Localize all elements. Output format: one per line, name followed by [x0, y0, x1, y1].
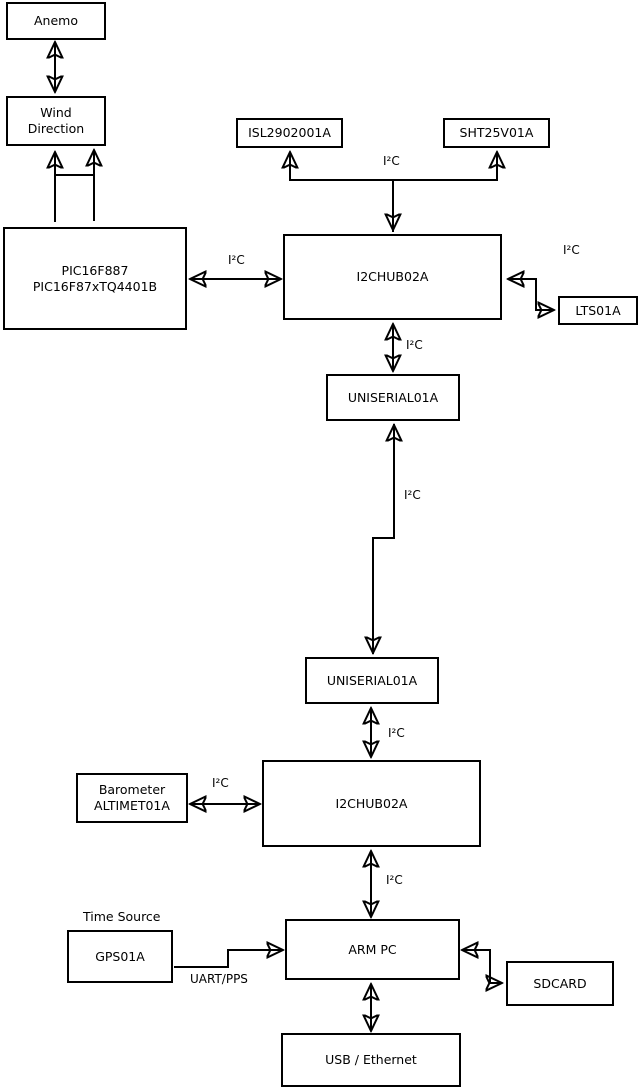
node-uniserial01a-top-label: UNISERIAL01A: [347, 389, 439, 405]
node-gps01a-label: GPS01A: [95, 948, 145, 964]
node-lts01a[interactable]: LTS01A: [558, 296, 638, 325]
edge-label-hub-uniserial-top: I²C: [406, 338, 423, 352]
node-isl2902001a-label: ISL2902001A: [248, 125, 331, 140]
node-arm-pc[interactable]: ARM PC: [285, 919, 460, 980]
node-uniserial01a-bottom[interactable]: UNISERIAL01A: [305, 657, 439, 704]
wire-pic-wind-riser: [55, 154, 95, 221]
node-pic-microcontroller[interactable]: PIC16F887 PIC16F87xTQ4401B: [3, 227, 187, 330]
node-sdcard[interactable]: SDCARD: [506, 961, 614, 1006]
node-isl2902001a[interactable]: ISL2902001A: [236, 118, 343, 148]
edge-label-hub-lts: I²C: [563, 243, 580, 257]
node-wind-direction-label: Wind Direction: [27, 105, 85, 136]
node-i2chub02a-top-label: I2CHUB02A: [356, 269, 429, 284]
wire-hub-to-lts: [512, 278, 552, 310]
edge-label-uniserial-hub-bottom: I²C: [388, 726, 405, 740]
node-sdcard-label: SDCARD: [533, 975, 587, 991]
wire-gps-to-arm: [174, 950, 281, 968]
node-usb-ethernet-label: USB / Ethernet: [325, 1052, 417, 1067]
node-pic-microcontroller-label: PIC16F887 PIC16F87xTQ4401B: [32, 262, 158, 294]
edge-label-hub-arm: I²C: [386, 873, 403, 887]
node-i2chub02a-bottom-label: I2CHUB02A: [335, 795, 408, 811]
edge-label-uniserial-link: I²C: [404, 488, 421, 502]
label-time-source: Time Source: [83, 909, 161, 924]
node-uniserial01a-top[interactable]: UNISERIAL01A: [326, 374, 460, 421]
node-barometer-altimet01a-label: Barometer ALTIMET01A: [94, 782, 170, 813]
wire-pic-wind: [54, 152, 94, 222]
node-lts01a-label: LTS01A: [575, 302, 621, 318]
edge-label-gps-arm: UART/PPS: [190, 972, 248, 986]
edge-label-pic-hub: I²C: [228, 253, 245, 267]
node-anemo[interactable]: Anemo: [6, 2, 106, 40]
node-usb-ethernet[interactable]: USB / Ethernet: [281, 1033, 461, 1087]
node-wind-direction[interactable]: Wind Direction: [6, 96, 106, 146]
node-arm-pc-label: ARM PC: [348, 941, 397, 957]
wire-bus-to-isl: [290, 154, 393, 181]
node-i2chub02a-bottom[interactable]: I2CHUB02A: [262, 760, 481, 847]
node-sht25v01a-label: SHT25V01A: [459, 125, 534, 140]
node-anemo-label: Anemo: [34, 13, 78, 28]
node-barometer-altimet01a[interactable]: Barometer ALTIMET01A: [76, 773, 188, 823]
node-uniserial01a-bottom-label: UNISERIAL01A: [326, 672, 418, 688]
node-gps01a[interactable]: GPS01A: [67, 930, 173, 983]
wire-arm-to-sdcard: [466, 949, 500, 983]
node-sht25v01a[interactable]: SHT25V01A: [443, 118, 550, 148]
wire-uniserial-up: [372, 427, 394, 654]
edge-label-isl-sht-bus: I²C: [383, 154, 400, 168]
wire-bus-to-sht: [393, 154, 497, 181]
wire-uniserial-down: [373, 424, 395, 651]
wire-lts-to-hub: [510, 279, 537, 310]
node-i2chub02a-top[interactable]: I2CHUB02A: [283, 234, 502, 320]
wire-sdcard-to-arm: [464, 950, 491, 983]
edge-label-barometer-hub: I²C: [212, 776, 229, 790]
